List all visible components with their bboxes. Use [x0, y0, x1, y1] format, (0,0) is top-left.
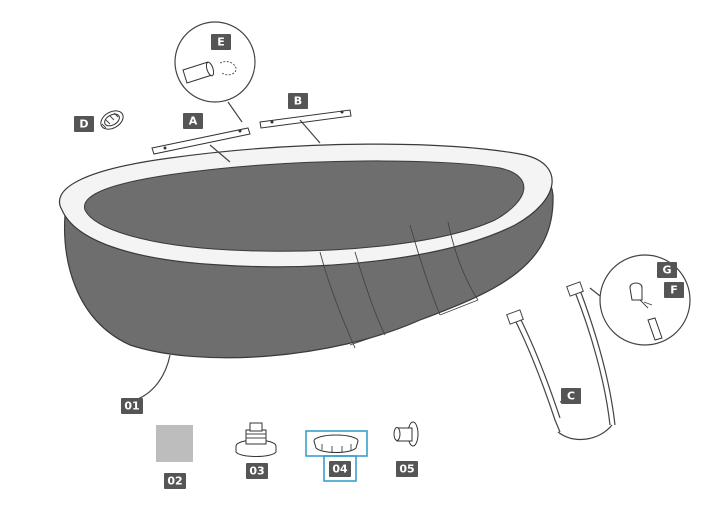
label-04: 04 — [329, 461, 351, 477]
label-e: E — [211, 34, 231, 50]
label-a-text: A — [189, 115, 198, 128]
detail-e: E — [174, 21, 256, 123]
label-g-text: G — [662, 264, 671, 277]
pool-body — [58, 143, 554, 359]
label-01: 01 — [121, 398, 143, 414]
label-05: 05 — [396, 461, 418, 477]
label-f: F — [664, 282, 684, 298]
component-04-strainer-nut — [313, 434, 359, 453]
part-b-beam — [259, 109, 352, 129]
part-a-beam — [151, 127, 251, 155]
ladder-inside — [319, 221, 479, 349]
label-a: A — [183, 113, 203, 129]
component-05-inlet-fitting — [393, 421, 419, 447]
label-d: D — [74, 116, 94, 132]
detail-fg: G F — [589, 254, 691, 346]
label-02: 02 — [164, 473, 186, 489]
label-03-text: 03 — [249, 465, 264, 478]
label-e-text: E — [217, 36, 225, 49]
pool-interior — [83, 160, 525, 252]
label-b-text: B — [294, 95, 302, 108]
label-c: C — [561, 388, 581, 404]
label-d-text: D — [79, 118, 88, 131]
label-02-text: 02 — [167, 475, 182, 488]
label-b: B — [288, 93, 308, 109]
label-05-text: 05 — [399, 463, 414, 476]
label-03: 03 — [246, 463, 268, 479]
label-04-text: 04 — [332, 463, 348, 476]
component-02-liner-patch — [156, 425, 193, 462]
part-d-ring — [100, 110, 124, 130]
label-04-highlight-frame — [323, 455, 357, 482]
ladder-outside — [506, 281, 616, 440]
label-f-text: F — [670, 284, 678, 297]
component-03-drain-valve — [235, 422, 277, 457]
label-c-text: C — [567, 390, 575, 403]
label-g: G — [657, 262, 677, 278]
label-01-text: 01 — [124, 400, 139, 413]
